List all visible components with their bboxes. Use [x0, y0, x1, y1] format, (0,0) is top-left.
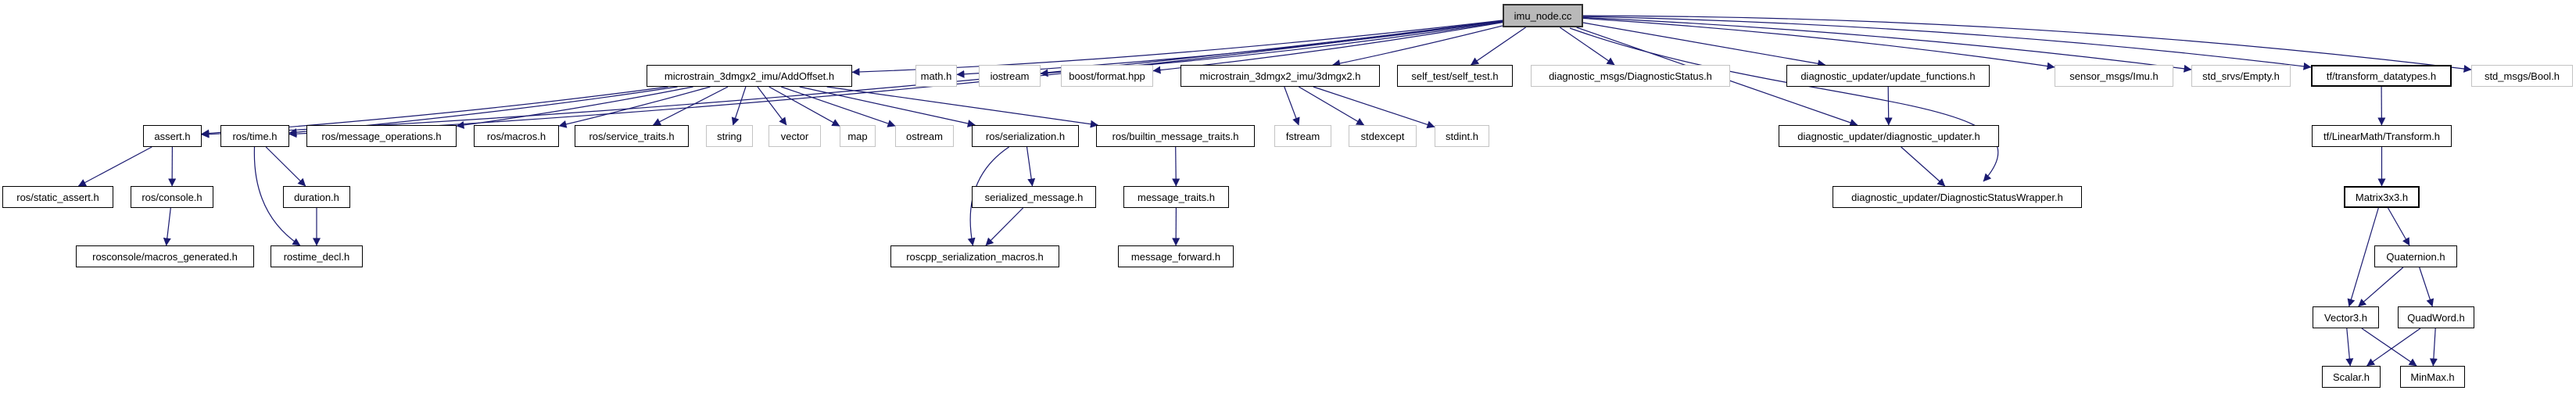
node-message_forward[interactable]: message_forward.h	[1118, 245, 1234, 267]
edge-dmgx2-fstream	[1284, 86, 1300, 126]
node-iostream: iostream	[979, 65, 1041, 87]
node-addoffset[interactable]: microstrain_3dmgx2_imu/AddOffset.h	[647, 65, 852, 87]
edge-dmgx2-stdexcept	[1298, 86, 1365, 126]
node-bool: std_msgs/Bool.h	[2471, 65, 2573, 87]
edge-imu_node-transform_datatypes	[1582, 16, 2312, 70]
node-transform_datatypes[interactable]: tf/transform_datatypes.h	[2311, 65, 2452, 87]
node-vector: vector	[769, 125, 821, 147]
node-self_test[interactable]: self_test/self_test.h	[1397, 65, 1513, 87]
node-console[interactable]: ros/console.h	[131, 186, 213, 208]
node-msg_ops[interactable]: ros/message_operations.h	[306, 125, 457, 147]
edge-imu_node-bool	[1582, 15, 2472, 73]
edge-dmgx2-stdint	[1313, 86, 1435, 129]
node-dmgx2[interactable]: microstrain_3dmgx2_imu/3dmgx2.h	[1181, 65, 1380, 87]
edge-addoffset-builtin_traits	[826, 86, 1098, 128]
edge-vector3-scalar	[2345, 328, 2354, 367]
node-minmax[interactable]: MinMax.h	[2400, 366, 2465, 388]
edge-quaternion-quadword	[2419, 267, 2434, 307]
node-diag_updater[interactable]: diagnostic_updater/diagnostic_updater.h	[1779, 125, 1999, 147]
node-service_traits[interactable]: ros/service_traits.h	[575, 125, 689, 147]
node-wrapper[interactable]: diagnostic_updater/DiagnosticStatusWrapp…	[1833, 186, 2082, 208]
edge-imu_node-self_test	[1471, 27, 1526, 66]
edge-imu_node-diag_status	[1559, 27, 1615, 66]
edge-matrix-vector3	[2347, 207, 2379, 307]
edge-addoffset-map	[769, 86, 840, 127]
node-math: math.h	[915, 65, 957, 87]
edge-imu_node-dmgx2	[1332, 25, 1503, 67]
edge-update_functions-diag_updater	[1884, 86, 1893, 126]
node-static_assert[interactable]: ros/static_assert.h	[2, 186, 113, 208]
node-macros_generated[interactable]: rosconsole/macros_generated.h	[76, 245, 254, 267]
node-empty: std_srvs/Empty.h	[2191, 65, 2291, 87]
edge-imu_node-ros_time	[288, 20, 1503, 138]
edge-addoffset-ostream	[781, 86, 896, 127]
node-serialization[interactable]: ros/serialization.h	[972, 125, 1079, 147]
edge-imu_node-empty	[1582, 16, 2192, 73]
edge-quaternion-vector3	[2358, 267, 2404, 307]
node-rostime_decl[interactable]: rostime_decl.h	[270, 245, 363, 267]
node-scalar[interactable]: Scalar.h	[2322, 366, 2381, 388]
edge-serialized_message-roscpp_macros	[985, 207, 1024, 246]
node-message_traits[interactable]: message_traits.h	[1123, 186, 1229, 208]
edge-imu_node-wrapper	[1569, 27, 1999, 182]
edge-ros_time-duration	[265, 146, 306, 187]
node-serialized_message[interactable]: serialized_message.h	[972, 186, 1096, 208]
node-imu_node: imu_node.cc	[1503, 4, 1583, 27]
edge-addoffset-vector	[757, 86, 787, 126]
edge-console-macros_generated	[163, 207, 171, 246]
node-macros[interactable]: ros/macros.h	[474, 125, 559, 147]
edge-builtin_traits-message_traits	[1172, 146, 1181, 187]
node-fstream: fstream	[1274, 125, 1331, 147]
node-roscpp_macros[interactable]: roscpp_serialization_macros.h	[890, 245, 1059, 267]
edge-addoffset-serialization	[799, 86, 976, 127]
node-string: string	[706, 125, 753, 147]
edge-vector3-minmax	[2361, 328, 2417, 367]
node-builtin_traits[interactable]: ros/builtin_message_traits.h	[1096, 125, 1255, 147]
edge-addoffset-msg_ops	[456, 86, 693, 129]
node-quadword[interactable]: QuadWord.h	[2398, 306, 2474, 328]
node-ros_time[interactable]: ros/time.h	[220, 125, 289, 147]
edge-quadword-minmax	[2429, 328, 2438, 367]
node-diag_status: diagnostic_msgs/DiagnosticStatus.h	[1531, 65, 1730, 87]
edge-ros_time-rostime_decl	[253, 146, 301, 246]
node-boost_format: boost/format.hpp	[1061, 65, 1153, 87]
edge-addoffset-string	[731, 86, 747, 126]
node-assert[interactable]: assert.h	[143, 125, 202, 147]
edge-addoffset-macros	[558, 86, 711, 128]
edge-imu_node-imu_msg	[1582, 17, 2055, 70]
node-imu_msg: sensor_msgs/Imu.h	[2055, 65, 2173, 87]
node-ostream: ostream	[895, 125, 954, 147]
node-stdexcept: stdexcept	[1349, 125, 1417, 147]
node-update_functions[interactable]: diagnostic_updater/update_functions.h	[1786, 65, 1990, 87]
edge-assert-static_assert	[77, 146, 152, 187]
edge-matrix-quaternion	[2387, 207, 2410, 246]
node-vector3[interactable]: Vector3.h	[2313, 306, 2379, 328]
edge-diag_updater-wrapper	[1901, 146, 1946, 187]
node-matrix[interactable]: Matrix3x3.h	[2344, 186, 2420, 208]
node-transform[interactable]: tf/LinearMath/Transform.h	[2312, 125, 2452, 147]
edge-quadword-scalar	[2366, 328, 2421, 367]
node-map: map	[840, 125, 876, 147]
edge-imu_node-update_functions	[1582, 22, 1826, 68]
node-quaternion[interactable]: Quaternion.h	[2374, 245, 2457, 267]
edge-serialization-serialized_message	[1026, 146, 1036, 187]
node-stdint: stdint.h	[1435, 125, 1489, 147]
node-duration[interactable]: duration.h	[283, 186, 350, 208]
edge-addoffset-service_traits	[652, 86, 729, 126]
